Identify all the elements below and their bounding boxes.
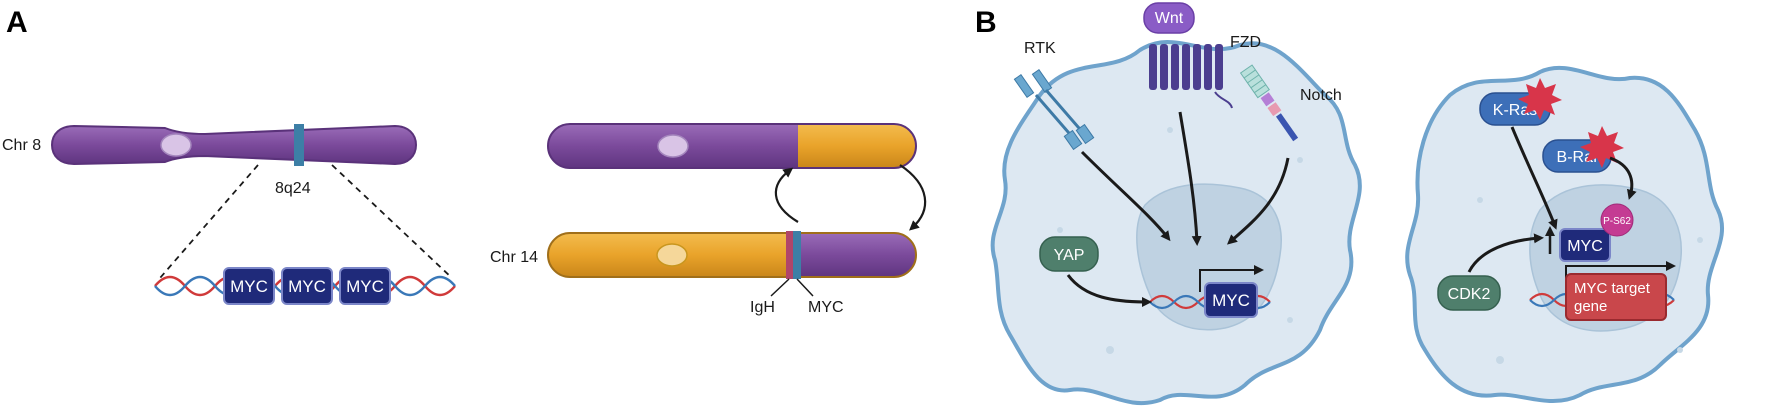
rtk-label: RTK [1024,40,1056,57]
chromosome-8-translocated [547,123,917,169]
zoom-line-left [159,164,259,279]
fzd-label: FZD [1230,34,1261,51]
zoom-line-right [331,164,453,279]
kras-protein: K-Ras [1479,78,1562,126]
myc-box-1: MYC [223,267,275,305]
fzd-receptor-icon [1149,44,1233,109]
notch-receptor-icon [1239,64,1299,142]
panel-a-letter: A [6,6,28,39]
myc-gene-box: MYC [1204,282,1258,318]
myc-leader [796,278,814,297]
braf-arrow [1609,156,1637,200]
myc-band [793,231,801,279]
myc-box-3: MYC [339,267,391,305]
myc-protein-box: MYC [1559,228,1611,262]
igh-leader [770,278,790,297]
chr14-label: Chr 14 [490,249,538,266]
panel-b-letter: B [975,6,997,39]
wnt-ligand: Wnt [1143,2,1195,34]
rtk-receptor-icon [1013,68,1095,151]
fzd-arrow [1178,111,1202,246]
phospho-s62-badge: P-S62 [1600,203,1634,237]
centromere [657,134,689,158]
igh-band [786,231,793,279]
band-8q24-label: 8q24 [275,180,311,197]
chromosome-8 [50,124,418,166]
band-8q24 [294,124,304,166]
braf-protein: B-Raf [1542,126,1624,173]
myc-box-2: MYC [281,267,333,305]
mutation-star-icon [1580,126,1624,168]
target-gene-line2: gene [1574,298,1607,315]
yap-label: YAP [1054,247,1085,264]
rtk-arrow [1080,150,1171,242]
notch-label: Notch [1300,87,1342,104]
transcription-arrow-1 [1199,265,1264,292]
cdk2-label: CDK2 [1448,286,1491,303]
myc-copy-3-label: MYC [346,277,384,296]
translocation-arrow-up [774,167,799,223]
centromere [656,243,688,267]
igh-label: IgH [750,299,775,316]
myc-gene-label: MYC [1212,291,1250,310]
kras-label: K-Ras [1493,102,1537,119]
notch-arrow [1226,157,1290,245]
yap-arrow [1066,274,1152,307]
cdk2-protein: CDK2 [1437,275,1501,311]
myc-copy-1-label: MYC [230,277,268,296]
myc-locus-label: MYC [808,299,844,316]
chromosome-14 [547,231,917,279]
kras-arrow [1510,126,1558,230]
translocation-arrow-down [899,164,927,231]
braf-label: B-Raf [1557,149,1598,166]
centromere [160,133,192,157]
myc-protein-label: MYC [1567,238,1603,255]
myc-copy-2-label: MYC [288,277,326,296]
phospho-label: P-S62 [1603,216,1631,227]
mutation-star-icon [1518,78,1562,120]
myc-target-gene-box: MYC target gene [1565,273,1667,321]
yap-protein: YAP [1039,236,1099,272]
wnt-label: Wnt [1155,10,1184,27]
target-gene-line1: MYC target [1574,280,1651,297]
chr8-label: Chr 8 [2,137,41,154]
cdk2-arrow [1467,233,1544,273]
